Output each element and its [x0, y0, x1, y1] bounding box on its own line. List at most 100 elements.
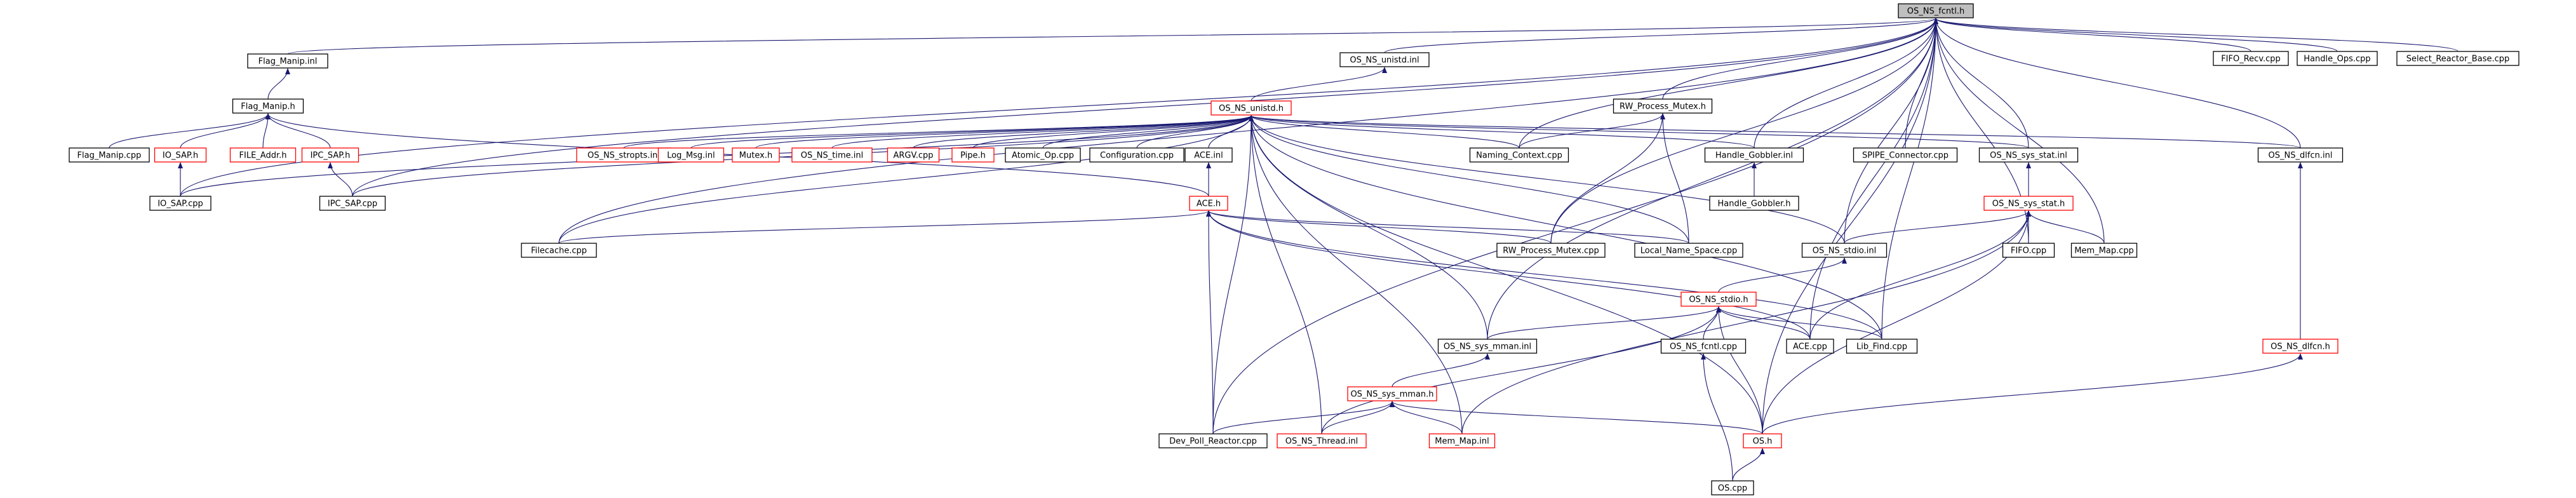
node-sys-mman-h[interactable]: OS_NS_sys_mman.h — [1347, 386, 1437, 401]
node-box[interactable] — [951, 147, 995, 163]
node-box[interactable] — [247, 53, 328, 69]
node-flag-manip-h[interactable]: Flag_Manip.h — [232, 98, 304, 114]
node-naming-context-cpp[interactable]: Naming_Context.cpp — [1469, 147, 1569, 163]
node-box[interactable] — [1339, 52, 1430, 67]
node-box[interactable] — [2297, 51, 2378, 66]
node-flag-manip-cpp[interactable]: Flag_Manip.cpp — [69, 147, 150, 163]
node-handle-ops-cpp[interactable]: Handle_Ops.cpp — [2297, 51, 2378, 66]
node-box[interactable] — [1898, 3, 1974, 18]
node-box[interactable] — [1709, 196, 1799, 211]
node-box[interactable] — [1184, 147, 1233, 163]
node-box[interactable] — [1680, 292, 1757, 307]
node-ipc-sap-h[interactable]: IPC_SAP.h — [301, 147, 359, 163]
node-box[interactable] — [1801, 243, 1888, 258]
node-os-cpp[interactable]: OS.cpp — [1711, 480, 1754, 495]
node-box[interactable] — [1428, 433, 1496, 448]
node-atomic-op-cpp[interactable]: Atomic_Op.cpp — [1005, 147, 1081, 163]
node-time-inl[interactable]: OS_NS_time.inl — [791, 147, 873, 163]
node-fcntl-h[interactable]: OS_NS_fcntl.h — [1898, 3, 1974, 18]
node-strops-inl[interactable]: OS_NS_stropts.inl — [576, 147, 671, 163]
node-sys-mman-inl[interactable]: OS_NS_sys_mman.inl — [1437, 339, 1538, 354]
node-box[interactable] — [1005, 147, 1081, 163]
node-box[interactable] — [229, 147, 297, 163]
node-rw-process-mutex-cpp[interactable]: RW_Process_Mutex.cpp — [1496, 243, 1606, 258]
node-sys-stat-h[interactable]: OS_NS_sys_stat.h — [1983, 196, 2074, 211]
node-box[interactable] — [1711, 480, 1754, 495]
node-handle-gobbler-inl[interactable]: Handle_Gobbler.inl — [1704, 147, 1804, 163]
node-configuration-cpp[interactable]: Configuration.cpp — [1089, 147, 1184, 163]
node-lib-find-cpp[interactable]: Lib_Find.cpp — [1846, 339, 1918, 354]
node-box[interactable] — [732, 147, 780, 163]
node-box[interactable] — [1158, 433, 1268, 448]
node-box[interactable] — [791, 147, 873, 163]
node-fcntl-cpp[interactable]: OS_NS_fcntl.cpp — [1660, 339, 1747, 354]
node-io-sap-h[interactable]: IO_SAP.h — [154, 147, 207, 163]
node-box[interactable] — [1978, 147, 2079, 163]
node-box[interactable] — [657, 147, 725, 163]
node-box[interactable] — [1496, 243, 1606, 258]
node-box[interactable] — [232, 98, 304, 114]
node-box[interactable] — [1437, 339, 1538, 354]
node-stdio-inl[interactable]: OS_NS_stdio.inl — [1801, 243, 1888, 258]
node-box[interactable] — [69, 147, 150, 163]
node-ace-h[interactable]: ACE.h — [1189, 196, 1228, 211]
node-box[interactable] — [2396, 51, 2519, 66]
node-box[interactable] — [1846, 339, 1918, 354]
node-thread-inl[interactable]: OS_NS_Thread.inl — [1277, 433, 1367, 448]
node-mem-map-cpp[interactable]: Mem_Map.cpp — [2070, 243, 2138, 258]
node-pipe-h[interactable]: Pipe.h — [951, 147, 995, 163]
node-box[interactable] — [1786, 339, 1834, 354]
node-rw-process-mutex-h[interactable]: RW_Process_Mutex.h — [1613, 98, 1713, 114]
node-box[interactable] — [1347, 386, 1437, 401]
node-box[interactable] — [2070, 243, 2138, 258]
node-dlfcn-h[interactable]: OS_NS_dlfcn.h — [2262, 339, 2338, 354]
node-box[interactable] — [1089, 147, 1184, 163]
node-mem-map-inl[interactable]: Mem_Map.inl — [1428, 433, 1496, 448]
node-select-reactor-base-cpp[interactable]: Select_Reactor_Base.cpp — [2396, 51, 2519, 66]
node-box[interactable] — [154, 147, 207, 163]
node-box[interactable] — [1660, 339, 1747, 354]
node-box[interactable] — [2002, 243, 2055, 258]
node-ace-inl[interactable]: ACE.inl — [1184, 147, 1233, 163]
node-fifo-cpp[interactable]: FIFO.cpp — [2002, 243, 2055, 258]
node-box[interactable] — [149, 196, 211, 211]
node-ace-cpp[interactable]: ACE.cpp — [1786, 339, 1834, 354]
node-box[interactable] — [887, 147, 940, 163]
node-box[interactable] — [1743, 433, 1782, 448]
node-log-msg-inl[interactable]: Log_Msg.inl — [657, 147, 725, 163]
node-os-h[interactable]: OS.h — [1743, 433, 1782, 448]
node-box[interactable] — [1853, 147, 1958, 163]
node-box[interactable] — [1211, 100, 1292, 116]
node-stdio-h[interactable]: OS_NS_stdio.h — [1680, 292, 1757, 307]
edge-stdio_h-to-stdio_inl — [1718, 257, 1847, 293]
node-local-name-space-cpp[interactable]: Local_Name_Space.cpp — [1634, 243, 1743, 258]
node-handle-gobbler-h[interactable]: Handle_Gobbler.h — [1709, 196, 1799, 211]
node-dlfcn-inl[interactable]: OS_NS_dlfcn.inl — [2257, 147, 2344, 163]
node-box[interactable] — [319, 196, 386, 211]
node-io-sap-cpp[interactable]: IO_SAP.cpp — [149, 196, 211, 211]
node-box[interactable] — [2213, 51, 2289, 66]
node-box[interactable] — [1277, 433, 1367, 448]
node-fifo-recv-cpp[interactable]: FIFO_Recv.cpp — [2213, 51, 2289, 66]
node-box[interactable] — [1189, 196, 1228, 211]
node-spipe-connector-cpp[interactable]: SPIPE_Connector.cpp — [1853, 147, 1958, 163]
node-box[interactable] — [2257, 147, 2344, 163]
node-box[interactable] — [521, 243, 597, 258]
node-file-addr-h[interactable]: FILE_Addr.h — [229, 147, 297, 163]
node-box[interactable] — [2262, 339, 2338, 354]
node-flag-manip-inl[interactable]: Flag_Manip.inl — [247, 53, 328, 69]
node-box[interactable] — [1634, 243, 1743, 258]
node-box[interactable] — [1613, 98, 1713, 114]
node-unistd-inl[interactable]: OS_NS_unistd.inl — [1339, 52, 1430, 67]
node-box[interactable] — [301, 147, 359, 163]
node-mutex-h[interactable]: Mutex.h — [732, 147, 780, 163]
node-dev-poll-reactor-cpp[interactable]: Dev_Poll_Reactor.cpp — [1158, 433, 1268, 448]
node-box[interactable] — [1469, 147, 1569, 163]
node-box[interactable] — [1704, 147, 1804, 163]
node-ipc-sap-cpp[interactable]: IPC_SAP.cpp — [319, 196, 386, 211]
node-filecache-cpp[interactable]: Filecache.cpp — [521, 243, 597, 258]
node-box[interactable] — [1983, 196, 2074, 211]
node-sys-stat-inl[interactable]: OS_NS_sys_stat.inl — [1978, 147, 2079, 163]
node-argv-cpp[interactable]: ARGV.cpp — [887, 147, 940, 163]
node-unistd-h[interactable]: OS_NS_unistd.h — [1211, 100, 1292, 116]
